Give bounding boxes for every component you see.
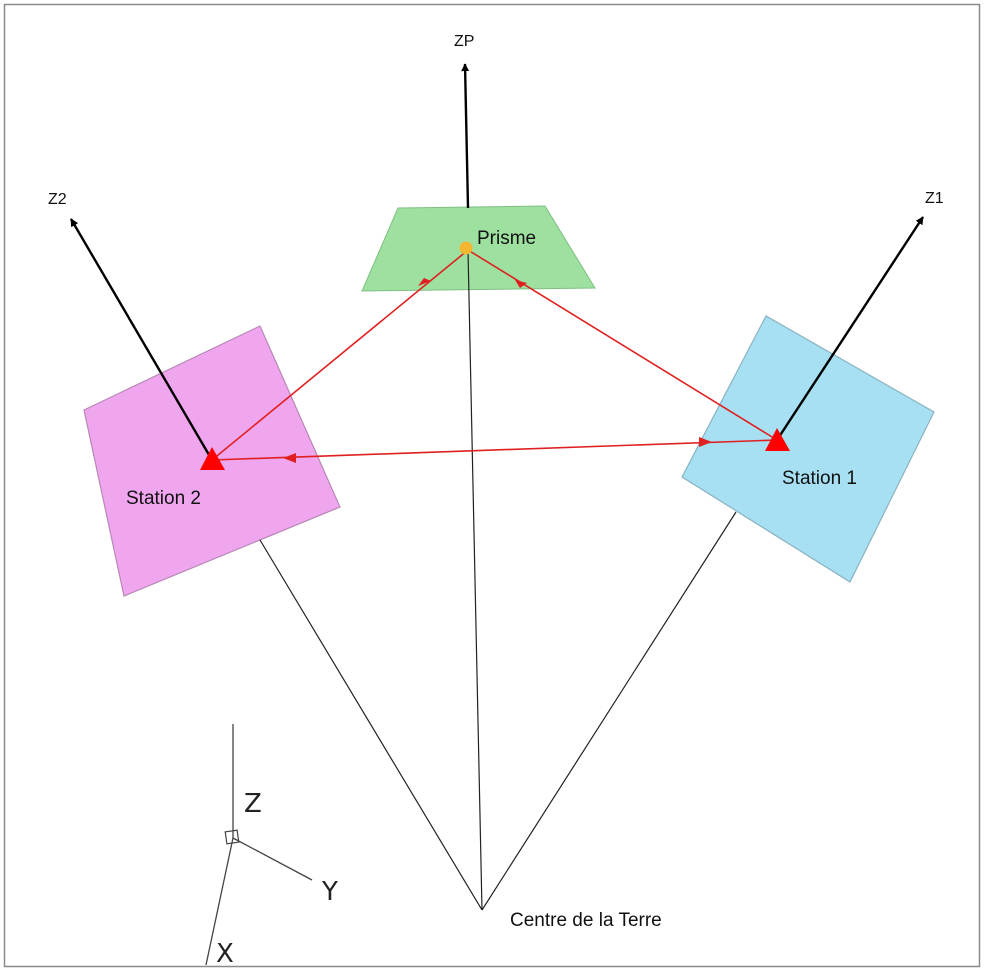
prisme-plane bbox=[361, 205, 596, 292]
centre-to-station1-line bbox=[481, 511, 737, 911]
station2-marker-icon bbox=[200, 447, 225, 470]
arrowhead-station2-prisme bbox=[418, 278, 431, 286]
triad-origin-box-icon bbox=[224, 829, 240, 845]
prisme-label: Prisme bbox=[477, 228, 536, 249]
centre-label: Centre de la Terre bbox=[510, 910, 662, 931]
station2-label: Station 2 bbox=[126, 488, 201, 509]
prisme-marker-icon bbox=[459, 241, 473, 255]
station2-prisme-measurement bbox=[211, 249, 469, 461]
arrowhead-station2-end bbox=[283, 453, 296, 463]
triad-x-axis bbox=[205, 837, 234, 966]
station1-label: Station 1 bbox=[782, 468, 857, 489]
z2-label: Z2 bbox=[48, 191, 67, 208]
z1-label: Z1 bbox=[925, 190, 944, 207]
station2-station1-measurement bbox=[211, 439, 778, 461]
centre-to-station2-line bbox=[259, 539, 483, 911]
triad-y-axis bbox=[232, 837, 313, 881]
triad-x-label: X bbox=[216, 939, 234, 969]
zp-label: ZP bbox=[454, 33, 474, 50]
z2-axis bbox=[69, 218, 214, 461]
coordinate-triad: Z Y X bbox=[205, 724, 338, 969]
centre-to-prisme-line bbox=[467, 249, 483, 911]
z1-axis bbox=[775, 216, 925, 441]
triad-z-label: Z bbox=[244, 789, 262, 819]
zp-axis bbox=[461, 63, 470, 209]
triad-y-label: Y bbox=[321, 877, 338, 907]
station1-marker-icon bbox=[765, 428, 790, 451]
arrowhead-station1-end bbox=[699, 437, 712, 447]
station1-plane bbox=[681, 315, 935, 583]
arrowhead-station1-prisme bbox=[515, 280, 527, 288]
